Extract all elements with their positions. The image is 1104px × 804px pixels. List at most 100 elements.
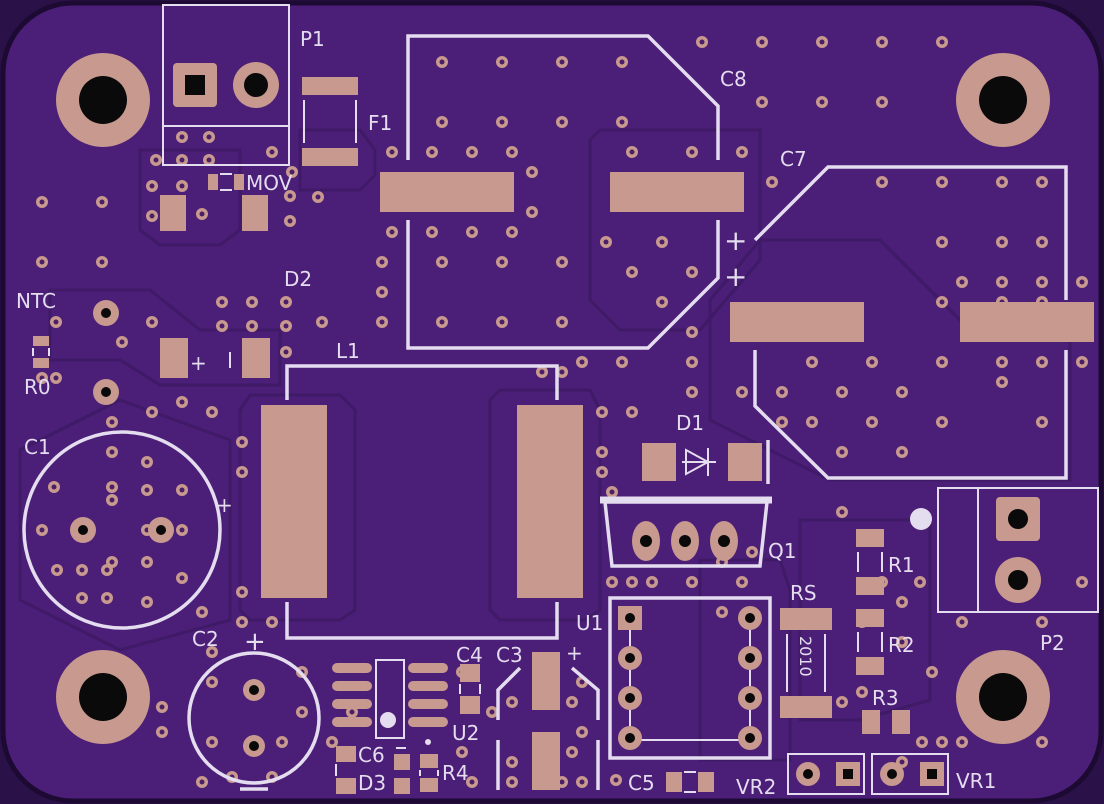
label-c6: C6	[358, 743, 385, 767]
via-drill	[619, 59, 625, 65]
via-drill	[939, 359, 945, 365]
u2-pad	[332, 699, 372, 709]
resistor-r0: R0	[24, 336, 51, 399]
via-drill	[269, 774, 275, 780]
via-drill	[509, 779, 515, 785]
via-drill	[999, 279, 1005, 285]
capacitor-c3: C3 +	[496, 641, 600, 790]
label-f1: F1	[368, 111, 392, 135]
via-drill	[559, 319, 565, 325]
via-drill	[959, 739, 965, 745]
via-drill	[439, 319, 445, 325]
via-drill	[239, 619, 245, 625]
via-drill	[209, 649, 215, 655]
via-drill	[899, 639, 905, 645]
connector-p1: P1	[162, 4, 325, 166]
via-drill	[1079, 579, 1085, 585]
u1-pin-drill	[625, 733, 635, 743]
via-drill	[499, 119, 505, 125]
via-drill	[939, 239, 945, 245]
via-drill	[819, 39, 825, 45]
resistor-r1: R1	[856, 529, 915, 595]
via-drill	[283, 299, 289, 305]
via-drill	[689, 329, 695, 335]
via-drill	[39, 527, 45, 533]
via-drill	[99, 199, 105, 205]
via-drill	[349, 709, 355, 715]
via-drill	[613, 777, 619, 783]
via-drill	[509, 149, 515, 155]
capacitor-c5: C5	[628, 771, 714, 795]
via-drill	[999, 179, 1005, 185]
via-drill	[1039, 239, 1045, 245]
label-p2: P2	[1040, 631, 1065, 655]
c7-polarity-mark: +	[724, 260, 747, 293]
via-drill	[39, 375, 45, 381]
via-drill	[689, 149, 695, 155]
via-drill	[179, 527, 185, 533]
u2-pad	[408, 717, 448, 727]
u2-pad	[408, 681, 448, 691]
via-drill	[53, 319, 59, 325]
via-drill	[469, 779, 475, 785]
label-c7: C7	[780, 147, 807, 171]
via-drill	[287, 218, 293, 224]
via-drill	[739, 389, 745, 395]
via-drill	[739, 149, 745, 155]
via-drill	[999, 379, 1005, 385]
via-drill	[879, 99, 885, 105]
via-drill	[209, 409, 215, 415]
via-drill	[629, 409, 635, 415]
label-rs-size: 2010	[796, 636, 815, 677]
via-drill	[119, 339, 125, 345]
via-drill	[629, 579, 635, 585]
via-drill	[899, 599, 905, 605]
capacitor-c4: C4	[456, 643, 483, 714]
via-drill	[939, 419, 945, 425]
via-drill	[179, 487, 185, 493]
via-drill	[499, 319, 505, 325]
via-drill	[899, 759, 905, 765]
via-drill	[39, 199, 45, 205]
via-drill	[269, 619, 275, 625]
via-drill	[199, 609, 205, 615]
connector-p2: P2	[910, 487, 1099, 655]
via-drill	[144, 599, 150, 605]
label-ntc: NTC	[16, 289, 56, 313]
label-q1: Q1	[768, 539, 796, 563]
via-drill	[917, 579, 923, 585]
label-r4: R4	[442, 761, 469, 785]
via-drill	[579, 729, 585, 735]
via-drill	[1039, 419, 1045, 425]
transistor-q1: Q1	[600, 496, 796, 568]
via-drill	[39, 259, 45, 265]
via-drill	[159, 729, 165, 735]
c8-polarity-mark: +	[724, 224, 747, 257]
via-drill	[199, 779, 205, 785]
via-drill	[899, 389, 905, 395]
via-drill	[279, 739, 285, 745]
via-drill	[689, 269, 695, 275]
via-drill	[1039, 739, 1045, 745]
via-drill	[929, 669, 935, 675]
via-drill	[819, 99, 825, 105]
via-drill	[939, 299, 945, 305]
via-drill	[529, 169, 535, 175]
via-drill	[699, 39, 705, 45]
via-drill	[959, 619, 965, 625]
label-vr2: VR2	[736, 775, 776, 799]
via-drill	[206, 134, 212, 140]
via-drill	[659, 299, 665, 305]
via-drill	[209, 679, 215, 685]
capacitor-c6: C6	[335, 743, 406, 794]
u1-pin-drill	[745, 693, 755, 703]
diode-d1: D1	[642, 411, 770, 484]
via-drill	[809, 359, 815, 365]
via-drill	[879, 39, 885, 45]
via-drill	[559, 369, 565, 375]
via-drill	[199, 211, 205, 217]
via-drill	[579, 359, 585, 365]
via-drill	[153, 157, 159, 163]
